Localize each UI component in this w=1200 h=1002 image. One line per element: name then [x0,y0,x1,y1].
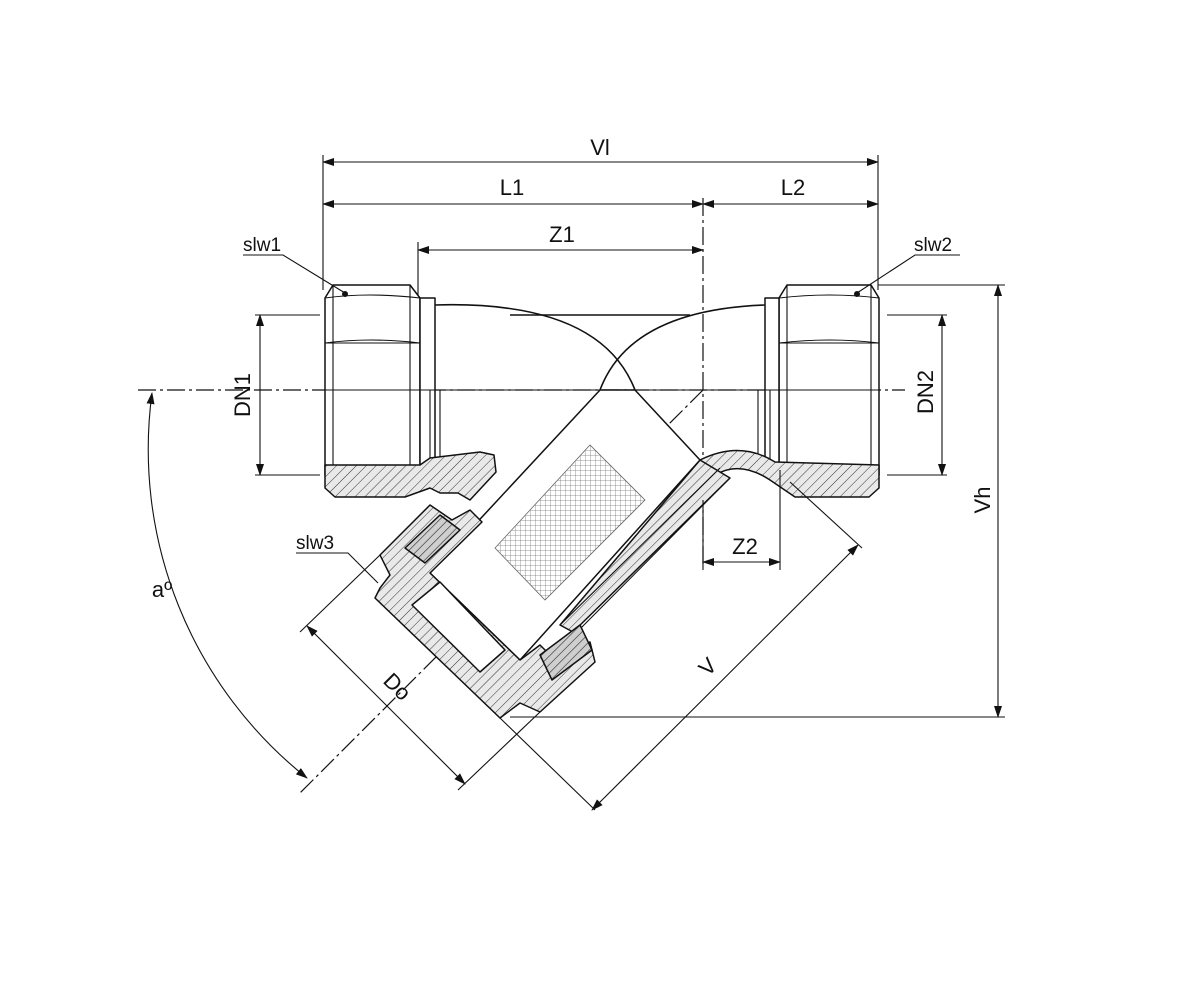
label-z2: Z2 [732,534,758,559]
label-angle: aº [152,577,172,602]
dimensions [146,155,1005,811]
label-slw3: slw3 [296,533,334,554]
labels: Vl L1 L2 Z1 Z2 slw1 slw2 slw3 DN1 DN2 Vh… [152,135,995,705]
label-dn1: DN1 [230,373,255,417]
label-z1: Z1 [549,222,575,247]
label-slw1: slw1 [243,235,281,256]
label-do: Do [379,668,417,706]
label-l1: L1 [500,175,524,200]
label-slw2: slw2 [914,235,952,256]
label-l2: L2 [781,175,805,200]
label-v: V [694,652,722,680]
label-dn2: DN2 [913,370,938,414]
label-vl: Vl [590,135,610,160]
valve-body [324,284,880,476]
label-vh: Vh [970,487,995,514]
